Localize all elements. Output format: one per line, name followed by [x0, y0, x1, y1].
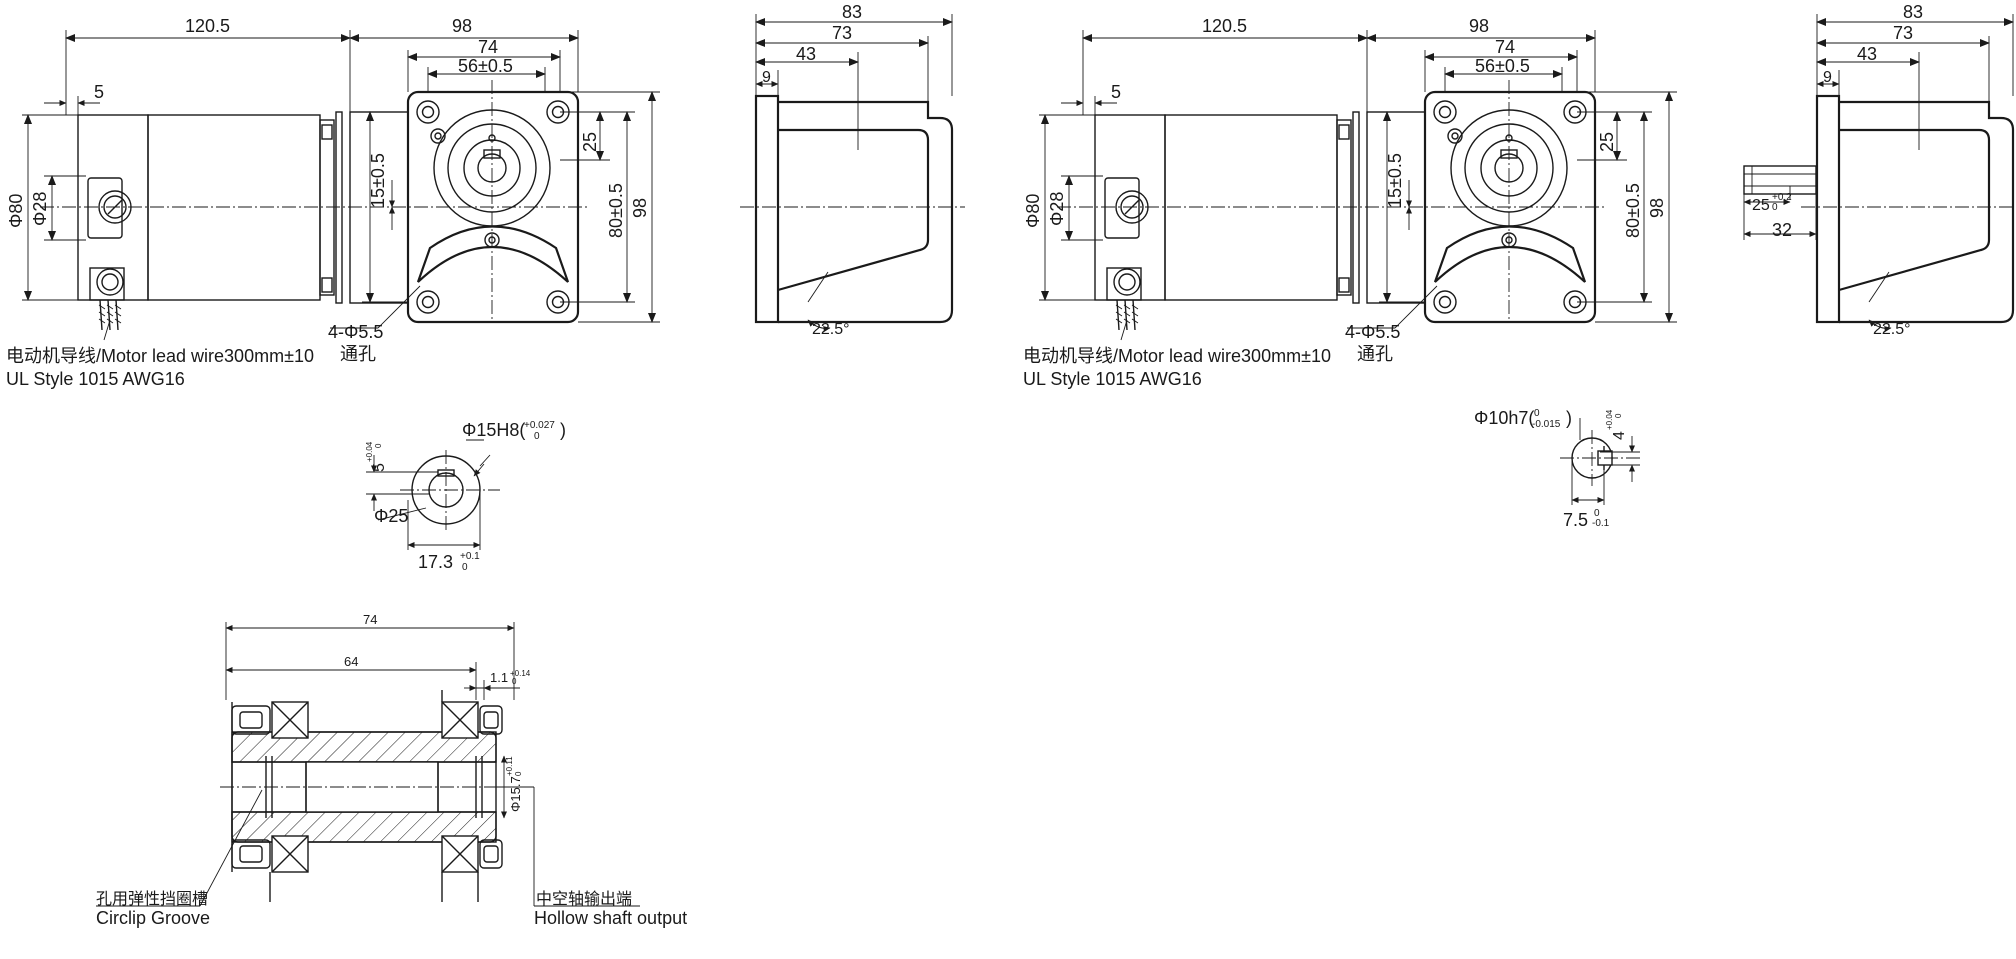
section-len-74: 74: [363, 612, 377, 627]
hollow-shaft-section: [96, 622, 640, 907]
outer-dia-25: Φ25: [374, 506, 408, 526]
dim-5-right: 5: [1111, 82, 1121, 102]
bore-tol-lower: 0: [534, 431, 540, 442]
shaft-length-25-upper: +0.2: [1772, 192, 1792, 203]
shaft-tol-upper: 0: [1534, 408, 1540, 419]
side-dim-73: 73: [832, 23, 852, 43]
dim-gearbox-length-right: 98: [1469, 16, 1489, 36]
flat-75-upper: 0: [1594, 508, 1600, 519]
dim-dia-28: Φ28: [30, 192, 50, 226]
groove-dia-lower: 0: [514, 771, 523, 776]
bore-detail: [366, 439, 500, 550]
shaft-dia: Φ10h7(: [1474, 408, 1534, 428]
flat-75-lower: -0.1: [1592, 518, 1610, 529]
dim-dia-28-right: Φ28: [1047, 192, 1067, 226]
groove-width-upper: +0.14: [510, 669, 531, 678]
side-angle-right: 22.5°: [1873, 321, 1911, 338]
lead-wire-label: 电动机导线/Motor lead wire300mm±10: [6, 346, 314, 366]
depth-17: 17.3: [418, 552, 453, 572]
dim-flange-56-right: 56±0.5: [1475, 56, 1530, 76]
output-shaft: [1743, 165, 1817, 240]
side-dim-83: 83: [842, 2, 862, 22]
ul-style-label-right: UL Style 1015 AWG16: [1023, 369, 1202, 389]
shaft-length-32: 32: [1772, 220, 1792, 240]
dim-body-length: 120.5: [185, 16, 230, 36]
side-dim-83-right: 83: [1903, 2, 1923, 22]
dim-body-length-right: 120.5: [1202, 16, 1247, 36]
side-dim-43: 43: [796, 44, 816, 64]
shaft-length-25-lower: 0: [1772, 202, 1778, 213]
holes-spec: 4-Φ5.5: [328, 322, 383, 342]
groove-width-lower: 0: [512, 677, 517, 686]
dim-dia-80-right: Φ80: [1023, 194, 1043, 228]
lead-wire-label-right: 电动机导线/Motor lead wire300mm±10: [1023, 346, 1331, 366]
dim-height-80: 80±0.5: [606, 183, 626, 238]
key-depth-4-upper: +0.04: [1605, 409, 1614, 430]
dim-height-98-right: 98: [1647, 198, 1667, 218]
holes-through: 通孔: [340, 344, 376, 364]
dim-dia-80: Φ80: [6, 194, 26, 228]
key-depth-4-lower: 0: [1614, 413, 1623, 418]
shaft-detail: [1560, 418, 1640, 505]
hollow-label-cn: 中空轴输出端: [536, 890, 632, 908]
side-dim-9-right: 9: [1823, 69, 1832, 86]
dim-height-25: 25: [580, 132, 600, 152]
hollow-label-en: Hollow shaft output: [534, 908, 687, 928]
circlip-label-cn: 孔用弹性挡圈槽: [96, 890, 208, 908]
holes-spec-right: 4-Φ5.5: [1345, 322, 1400, 342]
shaft-tol-lower: -0.015: [1532, 419, 1561, 430]
circlip-label-en: Circlip Groove: [96, 908, 210, 928]
groove-width: 1.1: [490, 670, 508, 685]
shaft-close: ): [1566, 408, 1572, 428]
holes-through-right: 通孔: [1357, 344, 1393, 364]
dim-offset-15-right: 15±0.5: [1385, 153, 1405, 208]
dim-offset-15: 15±0.5: [368, 153, 388, 208]
dim-flange-74-right: 74: [1495, 37, 1515, 57]
dim-flange-56: 56±0.5: [458, 56, 513, 76]
side-dim-43-right: 43: [1857, 44, 1877, 64]
dim-5: 5: [94, 82, 104, 102]
side-dim-73-right: 73: [1893, 23, 1913, 43]
key-width-5: 5: [371, 463, 388, 472]
depth-17-lower: 0: [462, 562, 468, 573]
dim-height-98: 98: [630, 198, 650, 218]
bore-close: ): [560, 420, 566, 440]
flat-75: 7.5: [1563, 510, 1588, 530]
key-depth-4: 4: [1611, 431, 1628, 440]
depth-17-upper: +0.1: [460, 551, 480, 562]
side-angle: 22.5°: [812, 321, 850, 338]
dim-flange-74: 74: [478, 37, 498, 57]
side-dim-9: 9: [762, 69, 771, 86]
bore-tol-upper: +0.027: [524, 420, 555, 431]
bore-dia: Φ15H8(: [462, 420, 525, 440]
shaft-length-25: 25: [1752, 197, 1770, 214]
dim-height-25-right: 25: [1597, 132, 1617, 152]
dim-height-80-right: 80±0.5: [1623, 183, 1643, 238]
groove-dia: Φ15.7: [508, 776, 523, 812]
section-len-64: 64: [344, 654, 358, 669]
groove-dia-upper: +0.11: [505, 756, 514, 776]
ul-style-label: UL Style 1015 AWG16: [6, 369, 185, 389]
key-width-5-upper: +0.04: [365, 441, 374, 462]
dim-gearbox-length: 98: [452, 16, 472, 36]
key-width-5-lower: 0: [374, 443, 383, 448]
